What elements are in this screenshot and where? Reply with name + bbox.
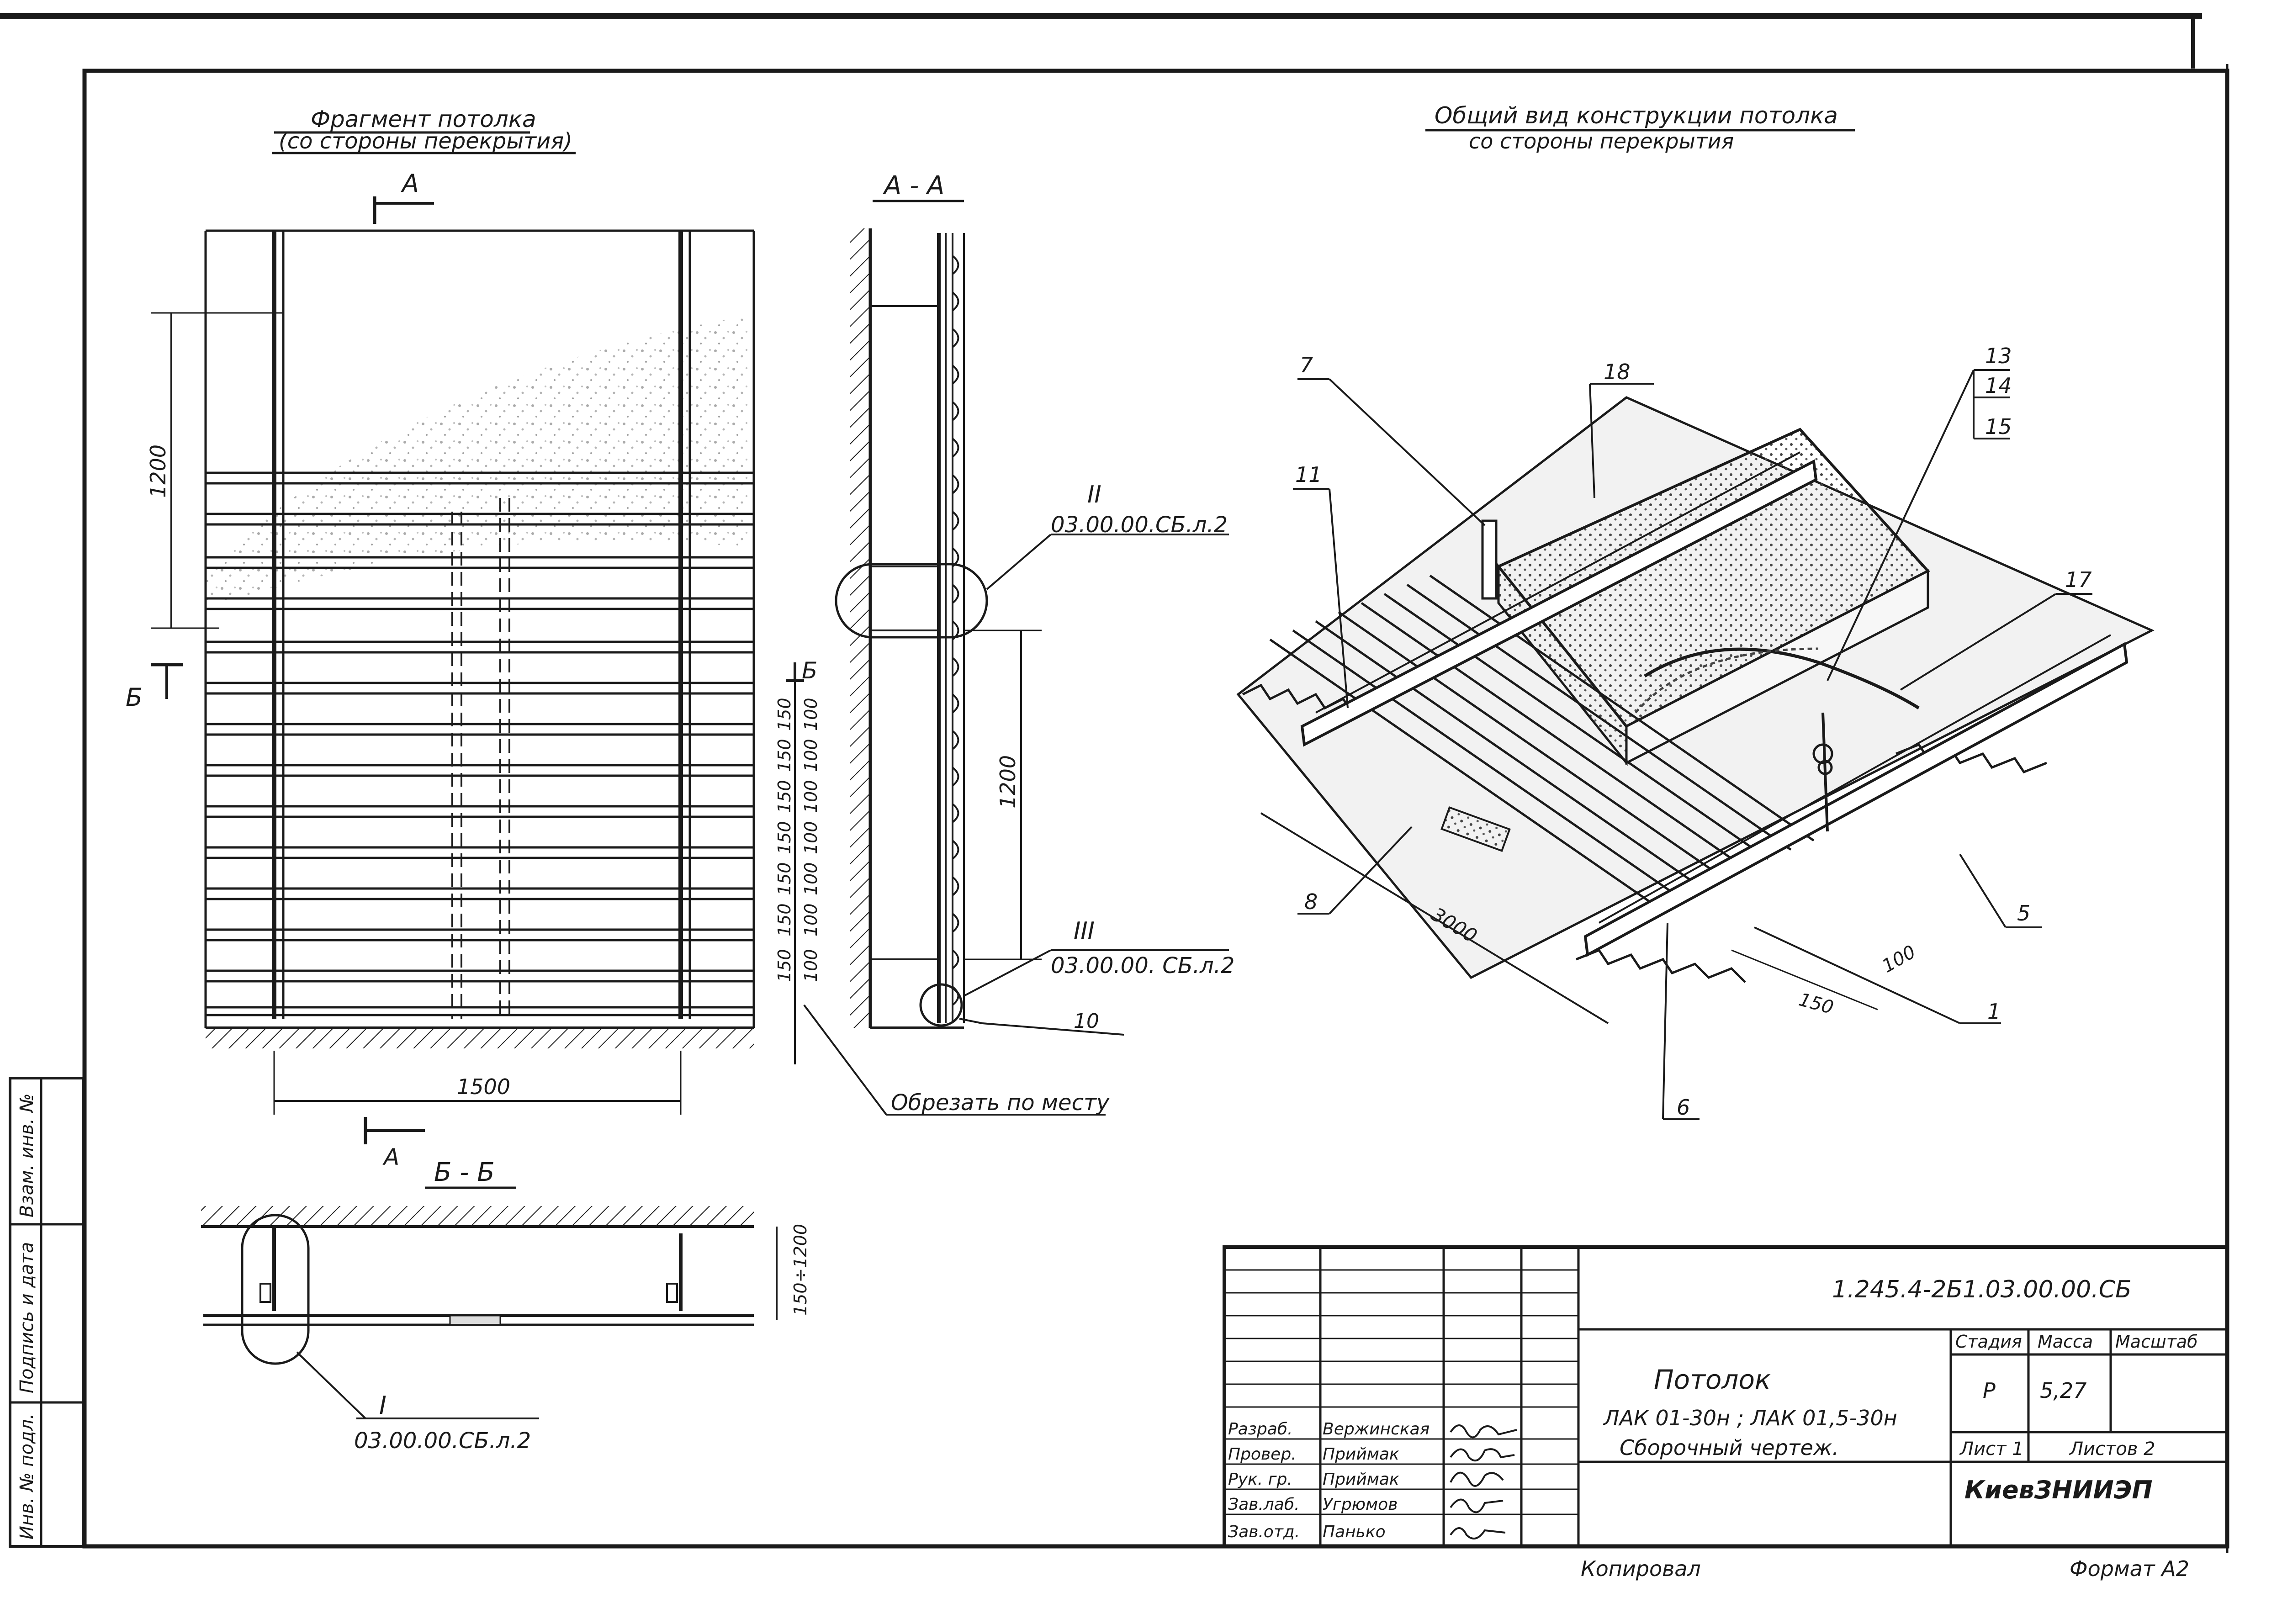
cut-b-right: Б <box>802 657 817 684</box>
callout-15: 15 <box>1985 414 2012 439</box>
ref-1-doc: 03.00.00.СБ.л.2 <box>354 1428 531 1454</box>
callout-18: 18 <box>1604 360 1631 384</box>
mass-label: Масса <box>2038 1332 2093 1352</box>
cut-a-bottom: А <box>382 1144 399 1170</box>
sheet-label: Лист 1 <box>1959 1439 2024 1460</box>
cut-b-left: Б <box>126 683 143 712</box>
mass-value: 5,27 <box>2040 1378 2086 1403</box>
role-developed: Разраб. <box>1228 1420 1292 1439</box>
stamp-replace-label: Взам. инв. № <box>16 1093 37 1217</box>
section-bb-title: Б - Б <box>434 1158 495 1187</box>
cut-a-top: А <box>401 169 419 198</box>
cut-in-place-note: Обрезать по месту <box>891 1090 1110 1116</box>
role-checked: Провер. <box>1228 1445 1297 1464</box>
fragment-plan-view: Фрагмент потолка (со стороны перекрытия) <box>126 106 821 1170</box>
drawing-name-3: Сборочный чертеж. <box>1620 1435 1839 1460</box>
callout-17: 17 <box>2065 567 2092 592</box>
callout-11: 11 <box>1295 462 1322 487</box>
dim-100-1: 100 <box>801 698 821 731</box>
general-title-2: со стороны перекрытия <box>1469 129 1734 153</box>
organization-name: КиевЗНИИЭП <box>1964 1476 2153 1504</box>
side-stamp: Инв. № подл. Подпись и дата Взам. инв. № <box>9 1077 85 1548</box>
person-lab-head: Угрюмов <box>1323 1495 1398 1514</box>
fragment-title-1: Фрагмент потолка <box>311 106 536 132</box>
person-dept-head: Панько <box>1323 1523 1386 1541</box>
footer-format: Формат А2 <box>2070 1556 2189 1581</box>
drawing-name-2: ЛАК 01-30н ; ЛАК 01,5-30н <box>1603 1406 1897 1430</box>
signatures <box>1450 1424 1517 1539</box>
stamp-inv-label: Инв. № подл. <box>16 1413 37 1539</box>
ref-3-doc: 03.00.00. СБ.л.2 <box>1051 953 1234 979</box>
dim-100-3: 100 <box>801 780 821 813</box>
dim-150-5: 150 <box>774 862 794 895</box>
stage-value: Р <box>1983 1378 1996 1403</box>
footer-copied: Копировал <box>1581 1556 1701 1581</box>
sheet-footer: Копировал Формат А2 <box>1581 1556 2189 1581</box>
dim-150-2: 150 <box>774 739 794 772</box>
stamp-sign-label: Подпись и дата <box>16 1242 37 1393</box>
dim-150-6: 150 <box>774 903 794 936</box>
dim-1200-left: 1200 <box>146 444 170 498</box>
dim-100-7: 100 <box>801 949 821 982</box>
dim-150-3: 150 <box>774 780 794 813</box>
person-group-lead: Приймак <box>1323 1470 1399 1489</box>
callout-6: 6 <box>1677 1095 1690 1120</box>
section-aa-view: А - А 1200 II <box>803 171 1234 1116</box>
isometric-view: Общий вид конструкции потолка со стороны… <box>1236 102 2155 1120</box>
callout-13: 13 <box>1985 344 2012 368</box>
dim-1200-mid: 1200 <box>995 755 1020 809</box>
dim-100-4: 100 <box>801 821 821 854</box>
dim-150-1200: 150÷1200 <box>790 1224 810 1316</box>
dim-150-iso: 150 <box>1796 989 1836 1018</box>
callout-10: 10 <box>1074 1010 1099 1033</box>
section-aa-title: А - А <box>883 171 944 201</box>
scale-label: Масштаб <box>2115 1332 2198 1352</box>
person-developer: Вержинская <box>1323 1420 1430 1439</box>
role-dept-head: Зав.отд. <box>1228 1523 1300 1541</box>
drawing-code: 1.245.4-2Б1.03.00.00.СБ <box>1832 1276 2132 1303</box>
drawing-name-1: Потолок <box>1654 1364 1771 1395</box>
sheets-label: Листов 2 <box>2069 1439 2155 1460</box>
dim-1500: 1500 <box>457 1074 510 1099</box>
stage-label: Стадия <box>1955 1332 2022 1352</box>
section-bb-view: Б - Б 150÷1200 I 03.00.00.СБ.л.2 <box>201 1158 810 1454</box>
role-lab-head: Зав.лаб. <box>1228 1495 1300 1514</box>
ref-2-doc: 03.00.00.СБ.л.2 <box>1051 512 1228 538</box>
dim-100-2: 100 <box>801 739 821 772</box>
dim-150-4: 150 <box>774 821 794 854</box>
dim-100-iso: 100 <box>1879 942 1919 977</box>
person-checker: Приймак <box>1323 1445 1399 1464</box>
general-title-1: Общий вид конструкции потолка <box>1435 102 1838 129</box>
title-block: 1.245.4-2Б1.03.00.00.СБ Потолок ЛАК 01-3… <box>1223 1245 2229 1548</box>
dim-100-5: 100 <box>801 862 821 895</box>
callout-5: 5 <box>2017 901 2030 926</box>
ref-1-numeral: I <box>379 1391 387 1420</box>
dim-100-6: 100 <box>801 903 821 936</box>
ref-2-numeral: II <box>1087 481 1101 508</box>
callout-1: 1 <box>1987 999 2001 1024</box>
ref-3-numeral: III <box>1074 917 1095 945</box>
callout-7: 7 <box>1300 353 1313 377</box>
dim-150-7: 150 <box>774 949 794 982</box>
callout-14: 14 <box>1985 373 2012 398</box>
dim-150-1: 150 <box>774 698 794 731</box>
callout-8: 8 <box>1304 889 1318 914</box>
role-group-lead: Рук. гр. <box>1228 1470 1292 1489</box>
